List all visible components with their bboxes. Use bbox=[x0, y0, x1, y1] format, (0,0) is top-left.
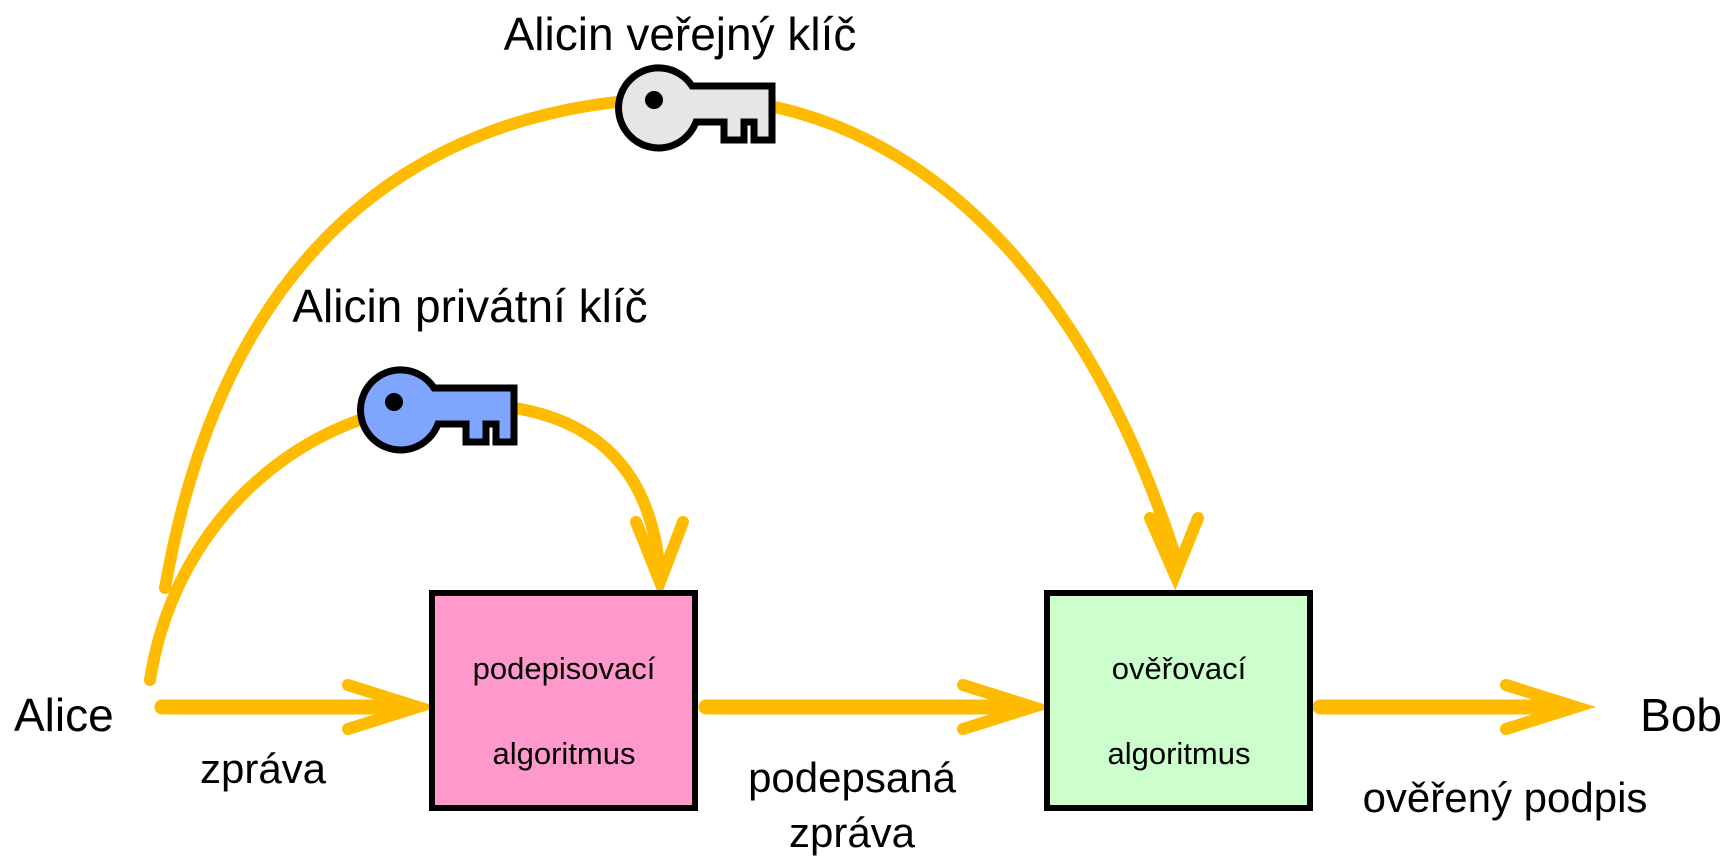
private-key-icon bbox=[357, 366, 518, 454]
private-key-arrowhead bbox=[630, 516, 689, 599]
message-label: zpráva bbox=[200, 745, 327, 792]
verification-algorithm-box: ověřovací algoritmus bbox=[1044, 590, 1313, 811]
signing-box-line2: algoritmus bbox=[493, 736, 636, 771]
signed-message-label-line2: zpráva bbox=[789, 809, 916, 856]
signing-box-rect bbox=[429, 590, 698, 811]
public-key-arrowhead bbox=[1144, 512, 1204, 591]
verification-box-rect bbox=[1044, 590, 1313, 811]
message-arrowhead bbox=[342, 679, 439, 735]
verified-arrowhead bbox=[1500, 679, 1597, 735]
alice-label: Alice bbox=[14, 689, 114, 741]
bob-label: Bob bbox=[1640, 689, 1722, 741]
public-key-shape bbox=[615, 64, 776, 152]
straight-arrows bbox=[154, 679, 1597, 735]
verification-box-line1: ověřovací bbox=[1112, 651, 1247, 686]
verified-signature-label: ověřený podpis bbox=[1363, 774, 1648, 821]
public-key-label: Alicin veřejný klíč bbox=[504, 8, 857, 60]
public-key-hole bbox=[645, 91, 663, 109]
public-key-icon bbox=[615, 64, 776, 152]
private-key-hole bbox=[385, 393, 403, 411]
signed-message-arrowhead bbox=[957, 679, 1054, 735]
public-key-arc bbox=[159, 91, 1181, 594]
signing-algorithm-box: podepisovací algoritmus bbox=[429, 590, 698, 811]
signed-message-label-line1: podepsaná bbox=[748, 754, 957, 801]
verification-box-line2: algoritmus bbox=[1108, 736, 1251, 771]
private-key-label: Alicin privátní klíč bbox=[292, 280, 647, 332]
signing-box-line1: podepisovací bbox=[473, 651, 656, 686]
private-key-shape bbox=[357, 366, 518, 454]
